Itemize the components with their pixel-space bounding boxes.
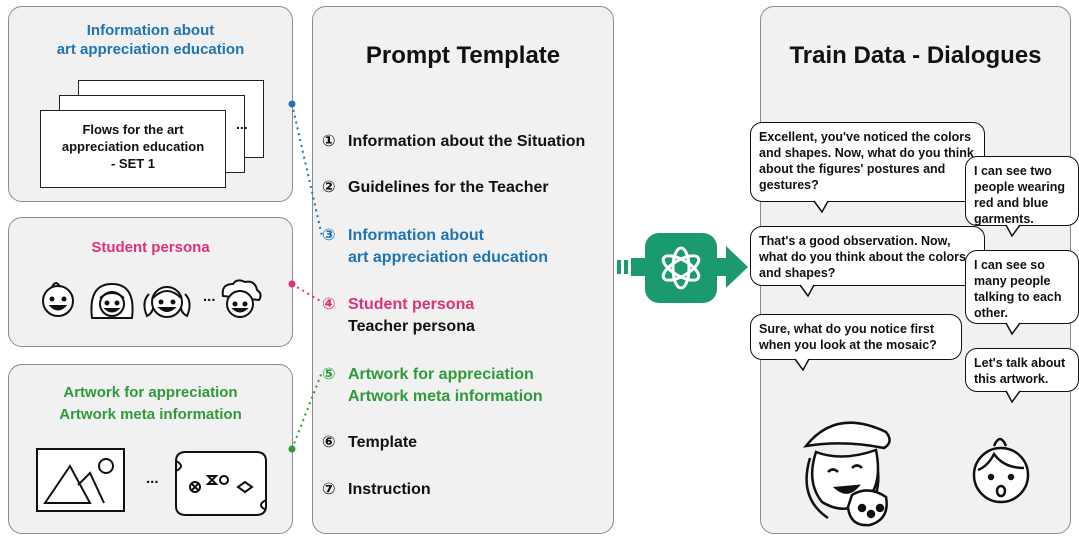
mountain-image-icon <box>36 448 125 512</box>
student-avatar <box>972 437 1030 504</box>
document-card-line-3: - SET 1 <box>110 156 156 171</box>
connector-artwork <box>291 371 323 450</box>
face-icon <box>221 279 262 318</box>
document-card-ellipsis: ... <box>236 116 248 132</box>
teacher-bubble: Sure, what do you notice first when you … <box>750 314 962 360</box>
info-panel-title-2: art appreciation education <box>56 41 245 58</box>
map-scroll-icon <box>175 451 267 516</box>
student-bubble: I can see two people wearing red and blu… <box>965 156 1079 226</box>
student-bubble: Let's talk about this artwork. <box>965 348 1079 392</box>
connector-persona-dot <box>288 280 296 288</box>
connector-info <box>291 103 323 237</box>
info-panel-title-1: Information about <box>86 22 215 39</box>
openai-logo-icon <box>661 246 701 290</box>
artwork-panel-title-2: Artwork meta information <box>59 406 242 423</box>
document-card-line-1: Flows for the art <box>82 122 184 137</box>
connector-artwork-dot <box>288 445 296 453</box>
face-icon <box>90 282 134 319</box>
connector-info-dot <box>288 100 296 108</box>
artwork-ellipsis: ... <box>146 470 159 487</box>
persona-panel-title: Student persona <box>91 239 210 256</box>
prompt-template-panel <box>312 6 614 534</box>
teacher-bubble: Excellent, you've noticed the colors and… <box>750 122 985 202</box>
artwork-panel-title-1: Artwork for appreciation <box>63 384 238 401</box>
document-card-line-2: appreciation education <box>61 139 205 154</box>
persona-ellipsis: ... <box>203 288 216 305</box>
student-bubble: I can see so many people talking to each… <box>965 250 1079 324</box>
document-card-front <box>40 110 226 188</box>
train-data-title: Train Data - Dialogues <box>789 42 1042 69</box>
face-icon <box>143 286 191 318</box>
prompt-template-title: Prompt Template <box>365 42 561 69</box>
teacher-avatar <box>803 421 891 527</box>
face-icon <box>42 282 74 317</box>
